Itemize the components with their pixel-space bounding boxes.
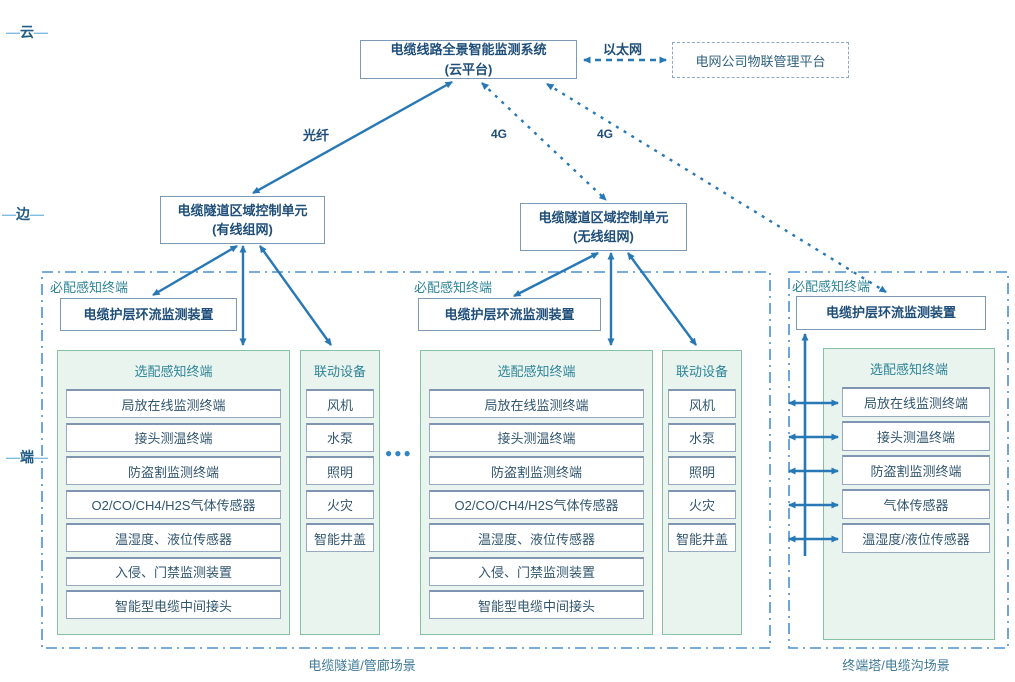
more-groups-ellipsis: ●●● <box>385 446 413 460</box>
unit2-to-linkage-line <box>627 252 697 346</box>
link-label-ethernet: 以太网 <box>603 42 643 57</box>
sheath-current-monitor-label: 电缆护层环流监测装置 <box>83 306 214 322</box>
optional-terminals-panel: 选配感知终端 局放在线监测终端 接头测温终端 防盗割监测终端 O2/CO/CH4… <box>420 350 653 635</box>
grid-iot-platform-box: 电网公司物联管理平台 <box>672 42 849 78</box>
required-terminal-label: 必配感知终端 <box>414 280 493 295</box>
control-unit-wired-line1: 电缆隧道区域控制单元 <box>177 202 308 218</box>
linkage-device-item: 智能井盖 <box>306 523 374 552</box>
linkage-devices-header: 联动设备 <box>313 364 366 379</box>
optional-terminal-item: 防盗割监测终端 <box>66 456 281 485</box>
optional-terminal-item: 接头测温终端 <box>66 422 281 452</box>
optional-terminal-item: 智能型电缆中间接头 <box>429 590 644 619</box>
tier-dash: — <box>34 449 48 465</box>
link-label-4g-right: 4G <box>597 127 614 141</box>
control-unit-wireless-line1: 电缆隧道区域控制单元 <box>538 209 669 225</box>
control-unit-wired-box: 电缆隧道区域控制单元 (有线组网) <box>160 196 325 244</box>
link-label-4g-left: 4G <box>491 127 508 141</box>
tier-dash: — <box>6 24 20 40</box>
optional-terminal-item: 局放在线监测终端 <box>66 389 281 418</box>
scene-caption-tunnel: 电缆隧道/管廊场景 <box>308 658 416 673</box>
link-4g-wireless-line <box>481 82 607 201</box>
tier-dash: — <box>30 206 44 222</box>
sheath-current-monitor-label: 电缆护层环流监测装置 <box>444 306 575 322</box>
linkage-device-item: 水泵 <box>668 422 736 452</box>
tier-dash: — <box>34 24 48 40</box>
tier-name-cloud: 云 <box>20 24 34 40</box>
sheath-current-monitor-label: 电缆护层环流监测装置 <box>825 305 956 321</box>
cloud-platform-box: 电缆线路全景智能监测系统 (云平台) <box>360 40 577 79</box>
optional-terminals-header: 选配感知终端 <box>497 364 576 379</box>
sheath-current-monitor-box: 电缆护层环流监测装置 <box>60 298 237 331</box>
optional-terminals-list: 局放在线监测终端 接头测温终端 防盗割监测终端 O2/CO/CH4/H2S气体传… <box>421 389 652 619</box>
linkage-devices-panel: 联动设备 风机 水泵 照明 火灾 智能井盖 <box>662 350 742 635</box>
control-unit-wired-line2: (有线组网) <box>212 222 273 237</box>
linkage-device-item: 照明 <box>306 456 374 485</box>
linkage-devices-header: 联动设备 <box>675 364 728 379</box>
linkage-device-item: 智能井盖 <box>668 523 736 552</box>
optional-terminal-item: 气体传感器 <box>842 489 990 519</box>
linkage-device-item: 火灾 <box>668 489 736 519</box>
sheath-current-monitor-box: 电缆护层环流监测装置 <box>418 298 601 331</box>
optional-terminal-item: O2/CO/CH4/H2S气体传感器 <box>429 489 644 519</box>
linkage-device-item: 风机 <box>306 389 374 418</box>
optional-terminal-item: 入侵、门禁监测装置 <box>429 556 644 586</box>
optional-terminal-item: 接头测温终端 <box>842 421 990 451</box>
sheath-current-monitor-box: 电缆护层环流监测装置 <box>796 296 986 330</box>
linkage-devices-list: 风机 水泵 照明 火灾 智能井盖 <box>663 389 741 552</box>
control-unit-wireless-box: 电缆隧道区域控制单元 (无线组网) <box>520 203 687 251</box>
optional-terminals-list: 局放在线监测终端 接头测温终端 防盗割监测终端 气体传感器 温湿度/液位传感器 <box>824 387 994 553</box>
tier-dash: — <box>6 449 20 465</box>
optional-terminal-item: 温湿度/液位传感器 <box>842 523 990 553</box>
linkage-devices-panel: 联动设备 风机 水泵 照明 火灾 智能井盖 <box>300 350 380 635</box>
grid-iot-platform-label: 电网公司物联管理平台 <box>695 53 826 69</box>
optional-terminal-item: 智能型电缆中间接头 <box>66 590 281 619</box>
optional-terminals-panel: 选配感知终端 局放在线监测终端 接头测温终端 防盗割监测终端 O2/CO/CH4… <box>57 350 290 635</box>
cloud-platform-title-line1: 电缆线路全景智能监测系统 <box>390 42 547 57</box>
optional-terminal-item: 防盗割监测终端 <box>842 455 990 485</box>
optional-terminals-header: 选配感知终端 <box>869 362 948 377</box>
required-terminal-label: 必配感知终端 <box>50 280 129 295</box>
optional-terminals-list: 局放在线监测终端 接头测温终端 防盗割监测终端 O2/CO/CH4/H2S气体传… <box>58 389 289 619</box>
link-label-fiber: 光纤 <box>303 128 330 143</box>
linkage-device-item: 照明 <box>668 456 736 485</box>
tier-dash: — <box>2 206 16 222</box>
optional-terminal-item: 接头测温终端 <box>429 422 644 452</box>
tier-label-edge: —边— <box>2 204 44 224</box>
linkage-device-item: 火灾 <box>306 489 374 519</box>
linkage-device-item: 水泵 <box>306 422 374 452</box>
linkage-devices-list: 风机 水泵 照明 火灾 智能井盖 <box>301 389 379 552</box>
unit1-to-required-line <box>152 244 238 297</box>
link-4g-tower-line <box>546 82 887 294</box>
optional-terminals-header: 选配感知终端 <box>134 364 213 379</box>
tier-name-edge: 边 <box>16 206 30 222</box>
optional-terminal-item: 入侵、门禁监测装置 <box>66 556 281 586</box>
control-unit-wireless-line2: (无线组网) <box>573 229 634 244</box>
link-fiber-line <box>252 80 453 195</box>
tier-label-end: —端— <box>6 447 48 467</box>
tier-label-cloud: —云— <box>6 22 48 42</box>
cloud-platform-title-line2: (云平台) <box>444 61 493 77</box>
optional-terminal-item: 防盗割监测终端 <box>429 456 644 485</box>
scene-caption-tower: 终端塔/电缆沟场景 <box>842 658 950 673</box>
linkage-device-item: 风机 <box>668 389 736 418</box>
unit2-to-required-line <box>513 251 599 298</box>
optional-terminal-item: O2/CO/CH4/H2S气体传感器 <box>66 489 281 519</box>
optional-terminal-item: 温湿度、液位传感器 <box>429 523 644 552</box>
unit1-to-linkage-line <box>259 245 332 346</box>
optional-terminal-item: 局放在线监测终端 <box>842 387 990 417</box>
optional-terminal-item: 温湿度、液位传感器 <box>66 523 281 552</box>
required-terminal-label: 必配感知终端 <box>792 279 871 294</box>
optional-terminal-item: 局放在线监测终端 <box>429 389 644 418</box>
tier-name-end: 端 <box>20 449 34 465</box>
optional-terminals-panel: 选配感知终端 局放在线监测终端 接头测温终端 防盗割监测终端 气体传感器 温湿度… <box>823 348 995 640</box>
